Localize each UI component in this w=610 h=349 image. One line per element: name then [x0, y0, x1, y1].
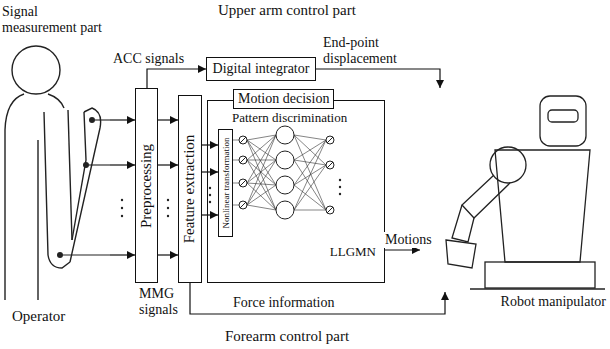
sensor-leads: [63, 120, 110, 255]
process-box: Digital integrator: [206, 57, 316, 81]
operator-shoulder: [48, 94, 64, 108]
edge-label: ACC signals: [112, 51, 185, 67]
edge-label: Force information: [232, 295, 335, 311]
box-label: Digital integrator: [213, 61, 310, 77]
operator-forearm: [72, 112, 86, 240]
signal-arrow: [316, 69, 440, 88]
node-heading: Motion decision: [233, 89, 334, 109]
edge-label: MMG signals: [138, 286, 186, 318]
signal-arrow: [158, 254, 178, 255]
signal-arrow: [110, 254, 135, 255]
operator-body: [5, 94, 24, 300]
group-box: Motion decisionPattern discriminationLLG…: [207, 100, 385, 283]
operator-figure: [5, 46, 101, 300]
node-heading: Robot manipulator: [501, 294, 606, 310]
signal-arrow: [158, 119, 178, 120]
signal-arrow: [385, 249, 420, 250]
operator-head: [12, 46, 60, 94]
part-label: Signal measurement part: [2, 4, 112, 36]
process-box: Nonlinear transformation: [218, 129, 233, 237]
signal-arrow: [202, 214, 218, 215]
robot-shoulder: [490, 147, 526, 183]
node-heading: Operator: [12, 308, 65, 325]
ground-line: [470, 288, 605, 289]
part-label: Forearm control part: [225, 328, 349, 345]
signal-arrow: [202, 171, 218, 172]
robot-torso: [495, 150, 590, 262]
network-links: [232, 135, 326, 210]
process-box: Preprocessing: [135, 88, 158, 283]
robot-forearm: [452, 205, 474, 242]
operator-upper-arm: [44, 112, 70, 268]
signal-arrow: [190, 283, 445, 314]
signal-arrow: [110, 164, 135, 165]
operator: Operator: [0, 40, 110, 325]
signal-arrow: [110, 119, 135, 120]
node-label: LLGMN: [330, 245, 376, 260]
node-label: Pattern discrimination: [232, 111, 347, 126]
part-label: Upper arm control part: [218, 2, 356, 19]
sensors: [57, 117, 95, 258]
process-box: Feature extraction: [178, 95, 202, 283]
signal-arrow: [147, 69, 206, 88]
operator-forearm: [70, 108, 101, 262]
vertical-label: Feature extraction: [181, 135, 198, 244]
robot-upper-arm: [462, 175, 510, 218]
edge-label: End-point displacement: [322, 35, 406, 67]
signal-arrow: [158, 164, 178, 165]
edge-label: Motions: [384, 232, 433, 248]
robot-base: [485, 262, 595, 288]
vertical-label: Preprocessing: [138, 143, 155, 227]
robot-head: [540, 96, 586, 146]
operator-upper-arm: [68, 110, 72, 240]
operator-torso: [37, 140, 38, 300]
robot-figure: [446, 96, 605, 289]
robot-hand: [446, 240, 476, 268]
robot: Robot manipulator: [420, 88, 608, 292]
signal-arrow: [202, 144, 218, 145]
robot-visor: [548, 110, 578, 122]
network-units: [239, 126, 334, 219]
vertical-label: Nonlinear transformation: [220, 137, 230, 228]
